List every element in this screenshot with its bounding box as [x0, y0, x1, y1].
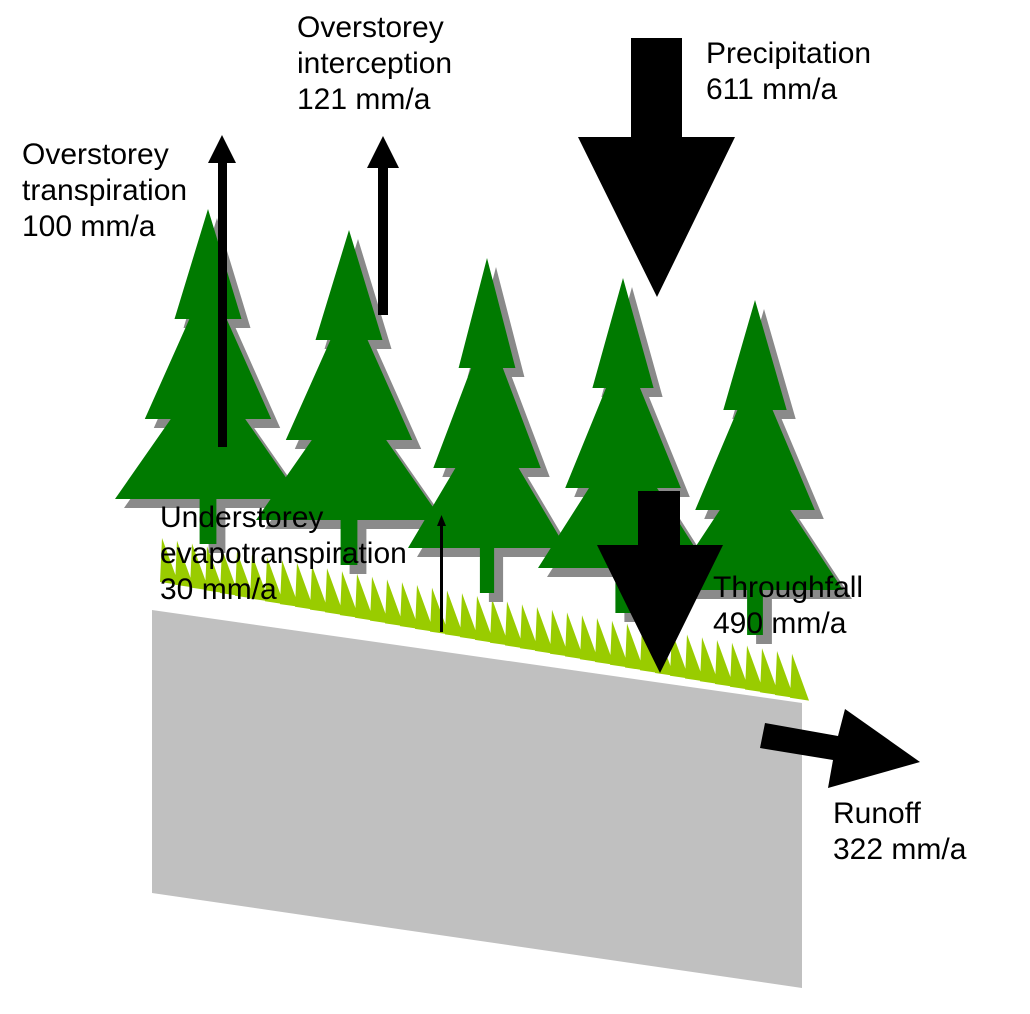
interception-label: Overstorey interception 121 mm/a [297, 10, 452, 118]
grass-tooth [460, 593, 479, 640]
grass-tooth [355, 573, 374, 621]
grass-tooth [670, 631, 689, 679]
understorey-grass [160, 538, 809, 701]
transpiration-title-2: transpiration [22, 174, 188, 207]
soil-block [152, 610, 802, 988]
throughfall-label: Throughfall 490 mm/a [713, 570, 863, 642]
grass-tooth [505, 601, 524, 649]
grass-tooth [775, 651, 794, 698]
runoff-title: Runoff [833, 797, 921, 830]
grass-tooth [205, 546, 224, 593]
understorey-title-1: Understorey [160, 501, 324, 534]
grass-tooth [490, 598, 509, 646]
conifer-tree-1 [115, 209, 301, 544]
precipitation-value: 611 mm/a [706, 73, 838, 106]
understorey-title-2: evapotranspiration [160, 537, 407, 570]
grass-tooth [790, 653, 809, 701]
grass-tooth [595, 618, 614, 665]
grass-tooth [160, 538, 179, 585]
transpiration-title-1: Overstorey [22, 138, 169, 171]
throughfall-value: 490 mm/a [713, 607, 847, 640]
understorey-et-arrow [437, 515, 446, 632]
grass-tooth [550, 609, 569, 657]
grass-tooth [385, 579, 404, 627]
runoff-label: Runoff 322 mm/a [833, 796, 966, 868]
grass-tooth [325, 568, 344, 616]
grass-tooth [175, 540, 194, 588]
throughfall-title: Throughfall [713, 571, 864, 604]
interception-arrow [367, 136, 399, 315]
grass-tooth [430, 587, 449, 635]
transpiration-arrow [208, 135, 236, 447]
conifer-tree-3 [408, 258, 566, 593]
understorey-value: 30 mm/a [160, 573, 277, 606]
grass-tooth [310, 565, 329, 613]
grass-tooth [445, 590, 464, 638]
grass-tooth [295, 562, 314, 610]
grass-tooth [220, 549, 239, 596]
interception-title-2: interception [297, 47, 453, 80]
grass-tooth [190, 543, 209, 591]
grass-tooth [520, 604, 539, 651]
interception-value: 121 mm/a [297, 83, 431, 116]
transpiration-label: Overstorey transpiration 100 mm/a [22, 137, 187, 245]
grass-tooth [280, 560, 299, 607]
precipitation-arrow [578, 38, 735, 297]
grass-tooth [700, 637, 719, 684]
precipitation-title: Precipitation [706, 37, 872, 70]
grass-tooth [565, 612, 584, 660]
runoff-arrow [760, 709, 920, 788]
grass-tooth [250, 554, 269, 602]
forest-overstorey [115, 209, 852, 644]
grass-tooth [685, 634, 704, 682]
understorey-label: Understorey evapotranspiration 30 mm/a [160, 500, 407, 608]
grass-tooth [370, 576, 389, 624]
grass-tooth [745, 645, 764, 693]
precipitation-label: Precipitation 611 mm/a [706, 36, 871, 108]
grass-tooth [400, 582, 419, 629]
grass-tooth [715, 640, 734, 687]
grass-tooth [415, 584, 434, 632]
grass-tooth [580, 615, 599, 662]
grass-tooth [235, 551, 254, 599]
transpiration-value: 100 mm/a [22, 210, 156, 243]
grass-tooth [265, 557, 284, 605]
grass-tooth [535, 606, 554, 654]
grass-tooth [730, 642, 749, 690]
grass-tooth [340, 571, 359, 618]
grass-tooth [760, 648, 779, 695]
interception-title-1: Overstorey [297, 11, 444, 44]
conifer-tree-2 [256, 230, 442, 565]
throughfall-arrow [597, 491, 723, 673]
flux-arrows [208, 38, 920, 788]
grass-tooth [610, 620, 629, 668]
grass-tooth [475, 595, 494, 643]
grass-tooth [625, 623, 644, 671]
runoff-value: 322 mm/a [833, 833, 967, 866]
